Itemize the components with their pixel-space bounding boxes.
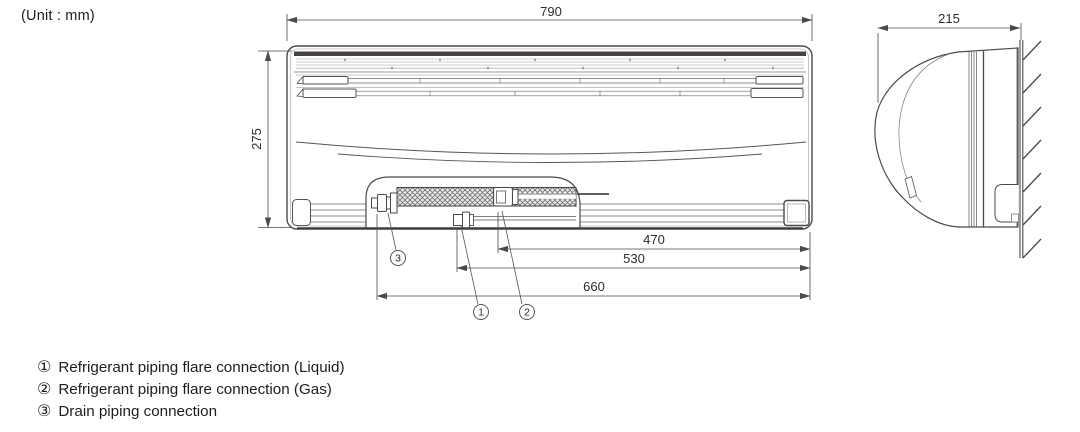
louver-row-1 — [296, 74, 804, 85]
bottom-outlet-strip — [292, 199, 810, 227]
legend-num-3: ③ — [37, 403, 52, 420]
dimension-lines — [258, 14, 1022, 300]
legend-label-gas: Refrigerant piping flare connection (Gas… — [58, 380, 332, 398]
dim-drain-offset-label: 660 — [583, 279, 605, 294]
dim-gas-offset-label: 470 — [643, 232, 665, 247]
side-view — [874, 40, 1042, 259]
wall — [1019, 40, 1042, 259]
top-inlet-grille — [294, 51, 806, 73]
legend-item-liquid: ① Refrigerant piping flare connection (L… — [37, 356, 345, 378]
liquid-connection — [453, 211, 576, 229]
dim-width-label: 790 — [540, 4, 562, 19]
legend-item-drain: ③ Drain piping connection — [37, 400, 345, 422]
louver-row-2 — [296, 87, 804, 98]
gas-connection — [492, 186, 519, 207]
legend-num-1: ① — [37, 359, 52, 376]
dim-liquid-offset-label: 530 — [623, 251, 645, 266]
legend-item-gas: ② Refrigerant piping flare connection (G… — [37, 378, 345, 400]
side-louver-flap — [904, 175, 917, 199]
callout-liquid-number: 1 — [478, 307, 484, 319]
dim-depth-label: 215 — [938, 11, 960, 26]
legend-num-2: ② — [37, 381, 52, 398]
side-pipe-cover — [994, 184, 1019, 223]
callout-balloons: 3 1 2 — [390, 250, 535, 320]
front-panel-curve — [295, 141, 807, 163]
drain-connection — [371, 192, 398, 214]
legend: ① Refrigerant piping flare connection (L… — [37, 356, 345, 422]
unit-label: (Unit : mm) — [21, 8, 95, 24]
dim-height-label: 275 — [249, 128, 264, 150]
legend-label-liquid: Refrigerant piping flare connection (Liq… — [58, 358, 345, 376]
callout-drain-number: 3 — [395, 253, 401, 265]
legend-label-drain: Drain piping connection — [58, 402, 218, 420]
callout-gas-number: 2 — [524, 307, 530, 319]
front-view — [286, 45, 813, 230]
callout-leaders — [387, 210, 523, 305]
